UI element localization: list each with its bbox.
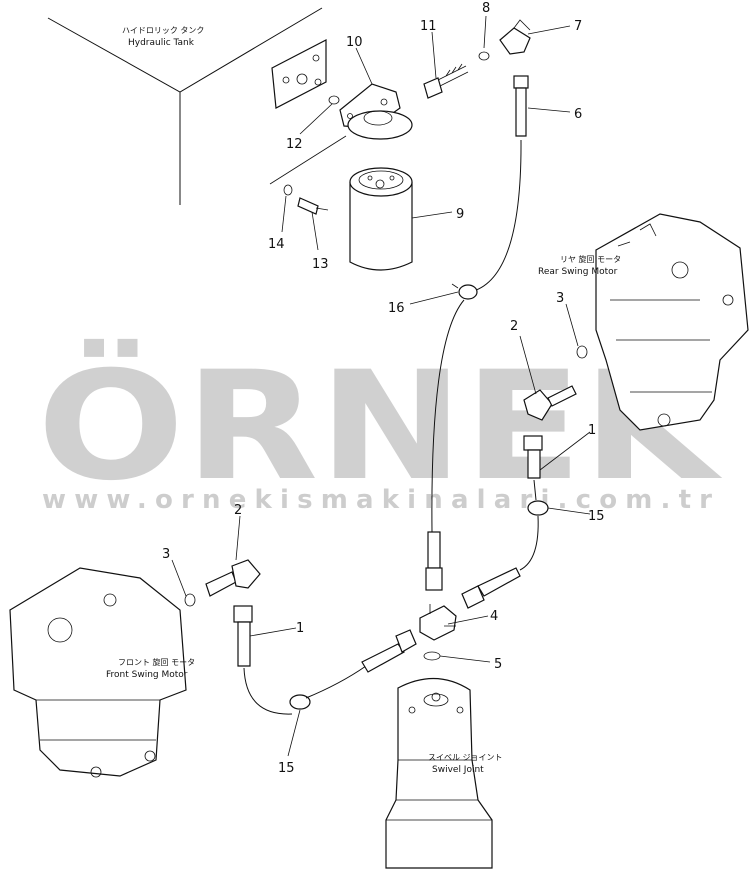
mounting-bracket (271, 39, 327, 109)
callout-13: 13 (312, 257, 329, 272)
bolt-13 (283, 184, 329, 215)
filter-head (339, 83, 413, 140)
callout-2-rear: 2 (510, 319, 518, 334)
hose-long (431, 299, 465, 533)
callout-1-rear: 1 (588, 423, 596, 438)
hose-fitting-front (361, 629, 417, 673)
callout-3-front: 3 (162, 547, 170, 562)
swivel-joint: スイベル ジョイント Swivel Joint (385, 677, 503, 869)
front-swing-motor-label-jp: フロント 旋回 モータ (118, 657, 195, 667)
callout-3-rear: 3 (556, 291, 564, 306)
o-ring-3-front (184, 593, 196, 607)
elbow-2-rear (523, 385, 577, 421)
front-swing-motor-label-en: Front Swing Motor (106, 670, 188, 680)
callout-7: 7 (574, 19, 582, 34)
hydraulic-tank: ハイドロリック タンク Hydraulic Tank (47, 7, 323, 205)
o-ring-8 (478, 51, 490, 61)
clamp-15-rear (519, 500, 549, 571)
hose-fitting-rear (461, 567, 521, 609)
callout-leaders (171, 15, 591, 757)
tee-fitting-4 (419, 604, 457, 641)
o-ring-3-rear (576, 345, 588, 359)
callout-11: 11 (420, 19, 437, 34)
clamp-16 (451, 283, 478, 300)
callout-9: 9 (456, 207, 464, 222)
check-valve (423, 63, 469, 99)
callout-12: 12 (286, 137, 303, 152)
hose-1-front (233, 605, 293, 715)
hose-6 (469, 75, 529, 293)
callout-15-rear: 15 (588, 509, 605, 524)
clamp-15-front (289, 665, 367, 710)
rear-swing-motor-label-jp: リヤ 旋回 モータ (560, 254, 621, 264)
rear-swing-motor-label-en: Rear Swing Motor (538, 267, 618, 277)
callout-15-front: 15 (278, 761, 295, 776)
hydraulic-tank-label-en: Hydraulic Tank (128, 38, 195, 48)
hose-1-rear (523, 435, 543, 501)
hydraulic-tank-label-jp: ハイドロリック タンク (122, 26, 204, 35)
callout-8: 8 (482, 1, 490, 16)
swivel-joint-label-jp: スイベル ジョイント (428, 753, 503, 762)
elbow-7 (499, 19, 531, 55)
callout-1-front: 1 (296, 621, 304, 636)
washer-14 (283, 184, 293, 196)
filter-cartridge (349, 167, 413, 271)
swivel-joint-label-en: Swivel Joint (432, 765, 484, 775)
callout-10: 10 (346, 35, 363, 50)
rear-swing-motor: リヤ 旋回 モータ Rear Swing Motor (538, 213, 749, 431)
elbow-2-front (205, 559, 261, 597)
callout-16: 16 (388, 301, 405, 316)
front-swing-motor: フロント 旋回 モータ Front Swing Motor (9, 567, 195, 778)
hose-fitting-center (425, 531, 443, 591)
o-ring-12 (328, 95, 340, 105)
callout-14: 14 (268, 237, 285, 252)
callouts: 8 7 11 10 6 12 9 14 13 16 3 2 1 15 2 3 1… (162, 1, 605, 776)
o-ring-5 (423, 651, 441, 661)
callout-2-front: 2 (234, 503, 242, 518)
callout-4: 4 (490, 609, 498, 624)
callout-6: 6 (574, 107, 582, 122)
callout-5: 5 (494, 657, 502, 672)
